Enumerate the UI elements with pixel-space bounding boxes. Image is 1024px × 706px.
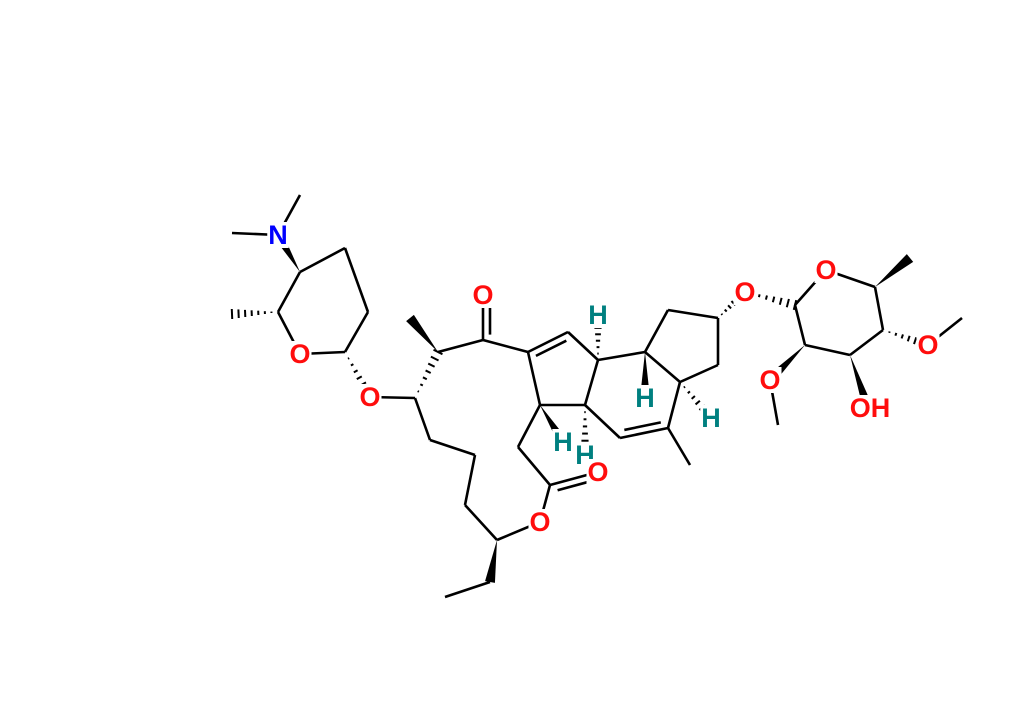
bond	[406, 314, 438, 352]
bond	[422, 376, 428, 381]
bond	[679, 363, 719, 384]
bond	[535, 339, 567, 358]
bond	[413, 397, 432, 441]
atom-o-lactone: O	[529, 507, 550, 537]
bond	[347, 357, 350, 360]
bond	[583, 359, 600, 406]
label-background	[848, 395, 892, 421]
label-background	[758, 367, 782, 393]
bond	[343, 311, 370, 353]
atom-h: H	[701, 403, 721, 433]
bond	[691, 395, 696, 400]
label-background	[267, 222, 289, 248]
bond	[667, 308, 719, 320]
bond	[527, 330, 569, 354]
bond	[419, 383, 424, 387]
bond	[873, 286, 885, 331]
bond	[597, 350, 646, 362]
bond	[485, 540, 497, 583]
atom-oh: OH	[850, 393, 891, 423]
bond	[343, 247, 370, 313]
atom-labels: N O O O H H H H H O O O O O O OH	[267, 220, 940, 537]
bond	[464, 504, 498, 541]
bond	[516, 404, 542, 448]
label-background	[358, 384, 382, 410]
label-background	[587, 302, 609, 328]
label-background	[471, 282, 495, 308]
label-background	[634, 385, 656, 411]
bond	[417, 390, 420, 393]
bond	[437, 338, 484, 354]
bond	[771, 296, 776, 303]
bond	[764, 295, 768, 300]
bond	[430, 355, 439, 362]
bond	[299, 246, 346, 274]
bond	[276, 271, 302, 313]
bond	[517, 446, 551, 486]
atom-n: N	[268, 220, 288, 250]
bond	[724, 308, 728, 313]
bond	[619, 426, 669, 440]
bond	[793, 304, 807, 346]
label-background	[528, 509, 552, 535]
bond	[353, 369, 359, 374]
bond	[482, 338, 529, 354]
bond	[644, 351, 681, 383]
label-background	[814, 257, 838, 283]
bond	[913, 337, 918, 345]
atom-o-ketone: O	[472, 280, 493, 310]
atom-o-ring-left: O	[289, 339, 310, 369]
bond	[666, 381, 682, 429]
bond	[427, 362, 436, 368]
atom-o-ring-right: O	[815, 255, 836, 285]
bond	[720, 313, 724, 316]
bond	[429, 438, 476, 457]
bond	[900, 334, 904, 339]
atom-o-lactone-carbonyl: O	[587, 457, 608, 487]
atom-h: H	[635, 383, 655, 413]
label-background	[552, 429, 574, 455]
bond	[849, 328, 884, 357]
bond	[584, 404, 621, 439]
bond	[463, 454, 477, 506]
atom-o-glycosidic-right: O	[734, 277, 755, 307]
label-background	[916, 332, 940, 358]
atom-o-methoxy: O	[917, 330, 938, 360]
label-background	[288, 341, 312, 367]
bond	[526, 351, 542, 406]
atom-h: H	[553, 427, 573, 457]
bond	[624, 421, 662, 432]
bond	[894, 332, 898, 336]
bond	[687, 390, 691, 394]
bond	[875, 254, 914, 287]
bond	[778, 297, 783, 305]
label-background	[700, 405, 722, 431]
bond	[694, 399, 701, 406]
bond	[567, 331, 599, 361]
bond	[444, 580, 491, 599]
bond	[727, 304, 732, 310]
bond	[666, 427, 692, 466]
bond	[350, 363, 354, 367]
label-background	[733, 279, 757, 305]
bond	[785, 298, 790, 308]
label-background	[586, 459, 610, 485]
atom-o-glycosidic-left: O	[359, 382, 380, 412]
bond	[425, 369, 432, 374]
bond	[804, 343, 851, 357]
bond	[757, 294, 761, 298]
bond	[683, 385, 686, 389]
atom-o-methoxy: O	[759, 365, 780, 395]
bond	[356, 375, 363, 380]
bond	[906, 335, 911, 342]
bond	[643, 309, 670, 353]
atom-h: H	[588, 300, 608, 330]
